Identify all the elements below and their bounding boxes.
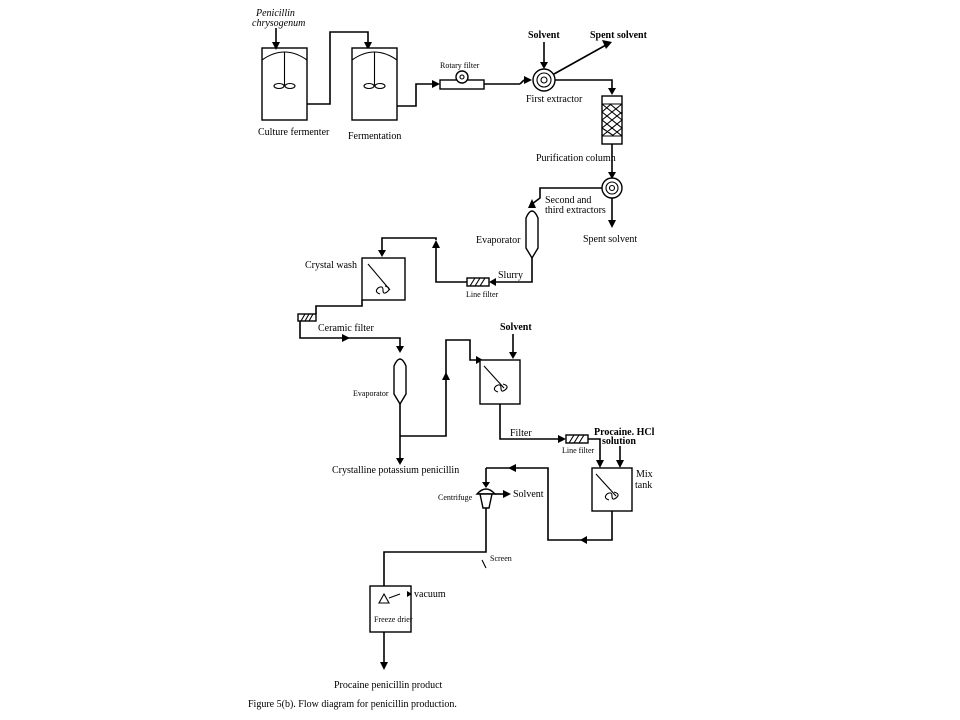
first-extractor — [532, 68, 556, 92]
slurry-label: Slurry — [498, 270, 523, 281]
penicillin-label-2: chrysogenum — [252, 18, 305, 29]
first-extractor-label: First extractor — [526, 94, 583, 105]
solvent-mid-label: Solvent — [500, 322, 532, 333]
second-third-extractors — [601, 177, 623, 199]
screen-label: Screen — [490, 554, 512, 563]
solvent-tank — [479, 359, 521, 405]
ceramic-filter-label: Ceramic filter — [318, 323, 374, 334]
filter-label: Filter — [510, 428, 532, 439]
second-third-label-2: third extractors — [545, 205, 606, 216]
line-filter-2-label: Line filter — [562, 446, 595, 455]
ceramic-filter — [297, 313, 317, 322]
purification-column-label: Purification column — [536, 153, 616, 164]
line-filter-1 — [466, 277, 490, 287]
evaporator-2 — [393, 358, 407, 406]
freeze-drier-label: Freeze drier — [374, 615, 413, 624]
evaporator-2-label: Evaporator — [353, 389, 389, 398]
vacuum-label: vacuum — [414, 589, 446, 600]
rotary-filter-label: Rotary filter — [440, 61, 480, 70]
culture-fermenter — [261, 47, 308, 121]
fermentation-label: Fermentation — [348, 131, 401, 142]
spent-solvent-top-label: Spent solvent — [590, 30, 648, 41]
line-filter-2 — [565, 434, 589, 444]
procaine-label-2: solution — [602, 436, 636, 447]
spent-solvent-mid-label: Spent solvent — [583, 234, 637, 245]
culture-fermenter-label: Culture fermenter — [258, 127, 330, 138]
crystalline-potassium-label: Crystalline potassium penicillin — [332, 465, 459, 476]
mix-tank — [591, 467, 633, 512]
evaporator-1 — [525, 210, 539, 260]
line-filter-1-label: Line filter — [466, 290, 499, 299]
crystal-wash-tank — [361, 257, 406, 301]
solvent-top-label: Solvent — [528, 30, 560, 41]
penicillin-label-1: Penicillin — [255, 8, 295, 19]
mix-label: Mix — [636, 469, 653, 480]
rotary-filter — [439, 70, 485, 90]
freeze-drier — [369, 585, 412, 633]
tank-label: tank — [635, 480, 652, 491]
centrifuge — [475, 488, 497, 509]
centrifuge-label: Centrifuge — [438, 493, 473, 502]
figure-caption: Figure 5(b). Flow diagram for penicillin… — [248, 699, 457, 710]
fermentation-tank — [351, 47, 398, 121]
evaporator-1-label: Evaporator — [476, 235, 521, 246]
solvent-low-label: Solvent — [513, 489, 544, 500]
purification-column — [601, 95, 623, 145]
second-third-label-1: Second and — [545, 195, 591, 206]
procaine-product-label: Procaine penicillin product — [334, 680, 443, 691]
procaine-label-1: Procaine. HCl — [594, 427, 655, 438]
crystal-wash-label: Crystal wash — [305, 260, 357, 271]
